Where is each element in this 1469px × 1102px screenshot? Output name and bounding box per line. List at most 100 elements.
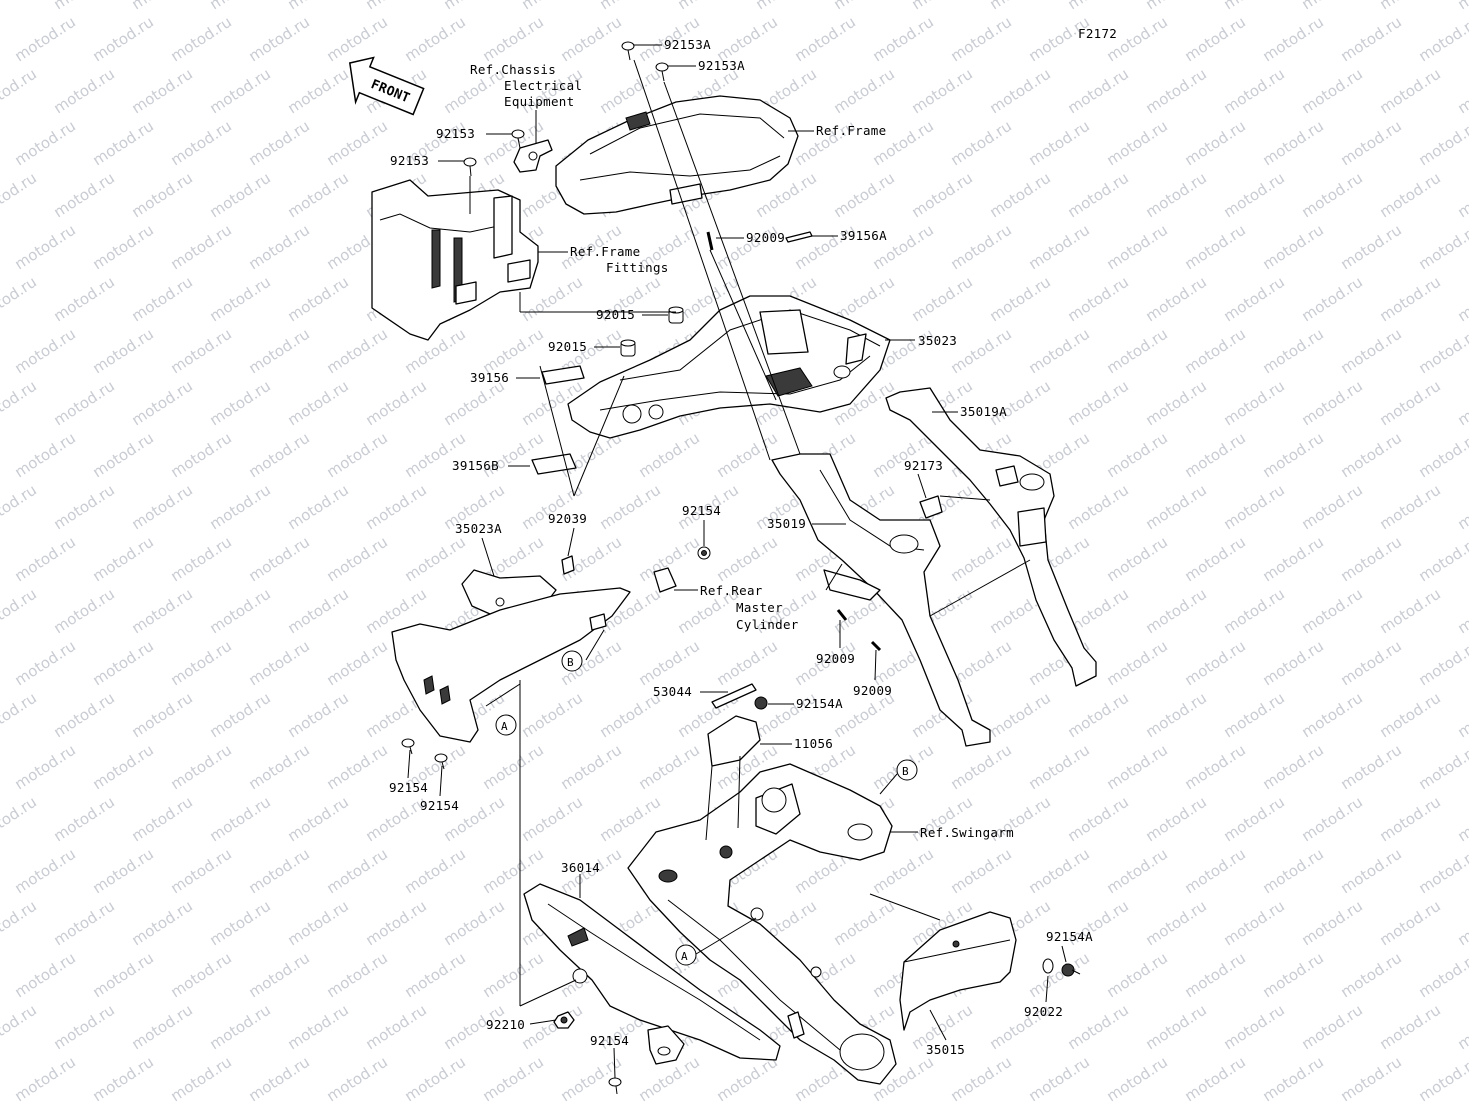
watermark-text: motod.ru	[1181, 429, 1249, 482]
watermark-text: motod.ru	[206, 65, 274, 118]
label-92015-1: 92015	[596, 307, 635, 322]
watermark-text: motod.ru	[1454, 897, 1469, 950]
watermark-text: motod.ru	[947, 325, 1015, 378]
watermark-text: motod.ru	[479, 741, 547, 794]
watermark-text: motod.ru	[323, 1053, 391, 1102]
label-ref-frame-fittings-2: Fittings	[606, 260, 669, 275]
label-53044: 53044	[653, 684, 692, 699]
label-ref-frame-fittings-1: Ref.Frame	[570, 244, 640, 259]
watermark-text: motod.ru	[1142, 689, 1210, 742]
watermark-text: motod.ru	[1415, 325, 1469, 378]
pin-92009-left-icon	[836, 609, 848, 621]
screw-92153a-1-icon	[621, 41, 635, 61]
watermark-text: motod.ru	[1415, 637, 1469, 690]
grommet-92015-2-icon	[620, 339, 636, 357]
watermark-text: motod.ru	[1181, 117, 1249, 170]
watermark-text: motod.ru	[1415, 13, 1469, 66]
watermark-text: motod.ru	[1454, 169, 1469, 222]
watermark-text: motod.ru	[1454, 65, 1469, 118]
screw-92153a-2-icon	[655, 62, 669, 82]
label-ref-chassis-3: Equipment	[504, 94, 574, 109]
watermark-text: motod.ru	[713, 533, 781, 586]
label-39156: 39156	[470, 370, 509, 385]
watermark-text: motod.ru	[0, 65, 40, 118]
watermark-text: motod.ru	[245, 325, 313, 378]
watermark-text: motod.ru	[1298, 169, 1366, 222]
watermark-text: motod.ru	[0, 689, 40, 742]
watermark-text: motod.ru	[1376, 273, 1444, 326]
watermark-text: motod.ru	[947, 533, 1015, 586]
svg-text:A: A	[681, 950, 688, 963]
watermark-text: motod.ru	[50, 793, 118, 846]
watermark-text: motod.ru	[869, 13, 937, 66]
bolt-92154-left1-icon	[401, 738, 415, 755]
watermark-text: motod.ru	[128, 689, 196, 742]
callout-b-lower: B	[896, 759, 918, 781]
watermark-text: motod.ru	[830, 0, 898, 13]
watermark-text: motod.ru	[1103, 533, 1171, 586]
watermark-text: motod.ru	[0, 585, 40, 638]
watermark-text: motod.ru	[1025, 117, 1093, 170]
label-35019a: 35019A	[960, 404, 1007, 419]
watermark-text: motod.ru	[206, 169, 274, 222]
watermark-text: motod.ru	[1376, 65, 1444, 118]
watermark-text: motod.ru	[89, 117, 157, 170]
watermark-text: motod.ru	[1415, 429, 1469, 482]
rear-stay-35019-part	[771, 453, 991, 747]
watermark-text: motod.ru	[518, 1001, 586, 1054]
watermark-text: motod.ru	[1103, 221, 1171, 274]
watermark-text: motod.ru	[128, 585, 196, 638]
watermark-text: motod.ru	[1142, 585, 1210, 638]
watermark-text: motod.ru	[167, 325, 235, 378]
watermark-text: motod.ru	[1220, 377, 1288, 430]
watermark-text: motod.ru	[11, 325, 79, 378]
watermark-text: motod.ru	[947, 1053, 1015, 1102]
watermark-text: motod.ru	[128, 377, 196, 430]
watermark-text: motod.ru	[1298, 65, 1366, 118]
watermark-text: motod.ru	[11, 637, 79, 690]
watermark-text: motod.ru	[323, 13, 391, 66]
watermark-text: motod.ru	[1142, 377, 1210, 430]
watermark-text: motod.ru	[1415, 1053, 1469, 1102]
label-ref-rear-2: Master	[736, 600, 783, 615]
svg-text:B: B	[902, 765, 909, 778]
watermark-text: motod.ru	[947, 741, 1015, 794]
label-92154a-top: 92154A	[796, 696, 843, 711]
watermark-text: motod.ru	[1337, 949, 1405, 1002]
watermark-text: motod.ru	[323, 949, 391, 1002]
watermark-text: motod.ru	[323, 325, 391, 378]
label-92153a-2: 92153A	[698, 58, 745, 73]
watermark-text: motod.ru	[401, 429, 469, 482]
watermark-text: motod.ru	[245, 637, 313, 690]
watermark-text: motod.ru	[0, 169, 40, 222]
watermark-text: motod.ru	[830, 65, 898, 118]
watermark-text: motod.ru	[986, 169, 1054, 222]
label-92154-bottom: 92154	[590, 1033, 629, 1048]
watermark-text: motod.ru	[1064, 377, 1132, 430]
bolt-92154a-right-icon	[1061, 963, 1081, 977]
watermark-text: motod.ru	[89, 637, 157, 690]
watermark-text: motod.ru	[1181, 741, 1249, 794]
watermark-text: motod.ru	[284, 1001, 352, 1054]
watermark-text: motod.ru	[128, 65, 196, 118]
watermark-text: motod.ru	[89, 845, 157, 898]
watermark-text: motod.ru	[128, 0, 196, 13]
callout-b-upper: B	[561, 650, 583, 672]
watermark-text: motod.ru	[518, 689, 586, 742]
watermark-text: motod.ru	[1259, 13, 1327, 66]
watermark-text: motod.ru	[284, 65, 352, 118]
watermark-text: motod.ru	[167, 429, 235, 482]
watermark-text: motod.ru	[1454, 273, 1469, 326]
watermark-text: motod.ru	[674, 0, 742, 13]
watermark-text: motod.ru	[1376, 169, 1444, 222]
watermark-text: motod.ru	[1220, 689, 1288, 742]
watermark-text: motod.ru	[947, 221, 1015, 274]
watermark-text: motod.ru	[0, 273, 40, 326]
watermark-text: motod.ru	[167, 637, 235, 690]
label-92009-right: 92009	[853, 683, 892, 698]
watermark-text: motod.ru	[596, 481, 664, 534]
pad-39156a-icon	[785, 231, 813, 243]
watermark-text: motod.ru	[50, 689, 118, 742]
watermark-text: motod.ru	[167, 221, 235, 274]
watermark-text: motod.ru	[1103, 1053, 1171, 1102]
